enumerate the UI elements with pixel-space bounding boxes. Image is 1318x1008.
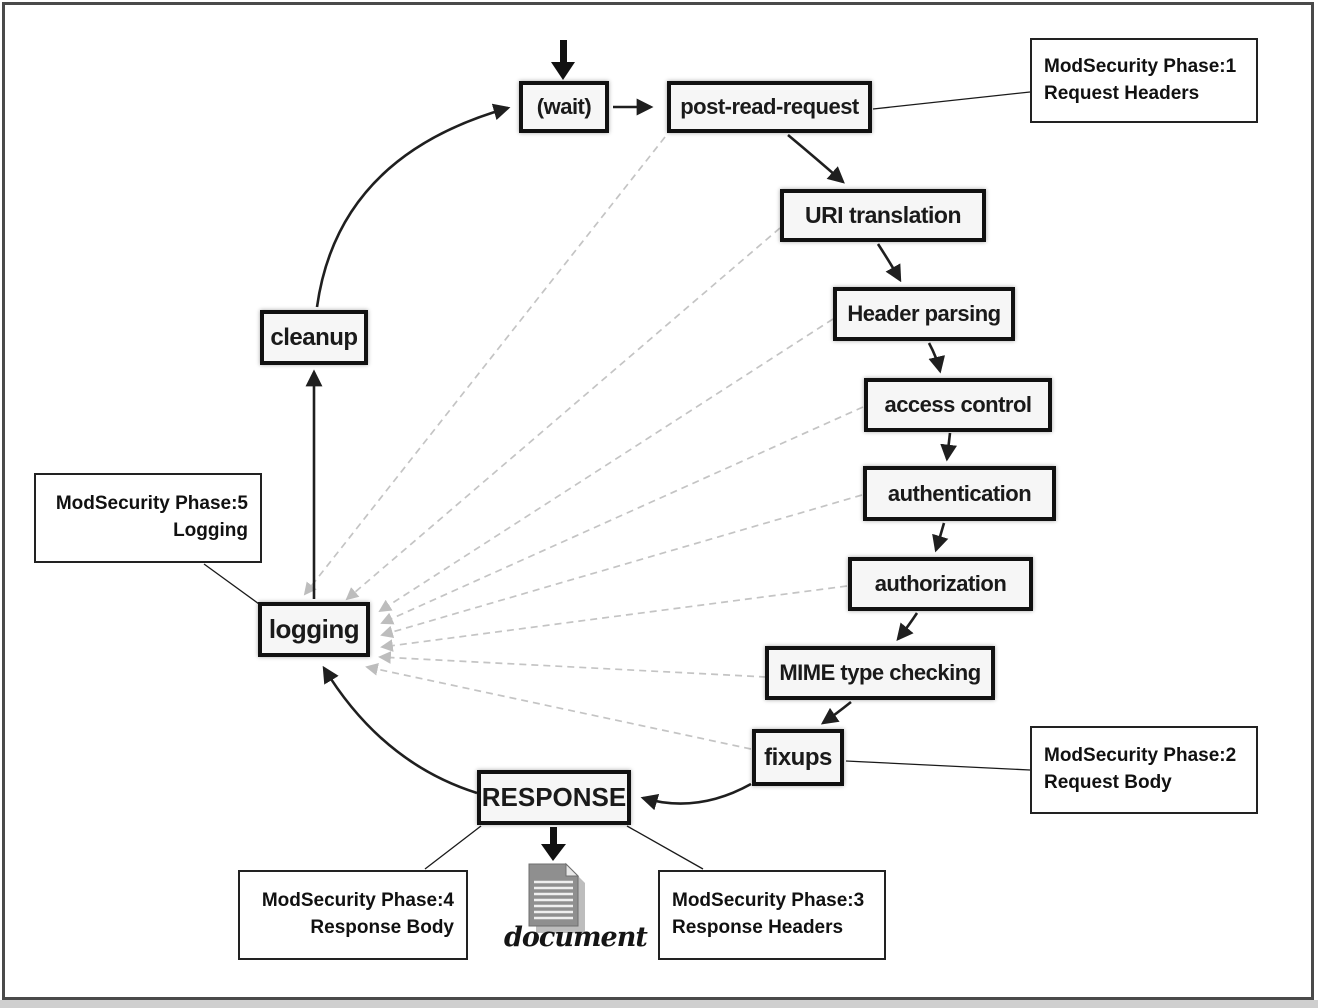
callout-phase1: ModSecurity Phase:1 Request Headers	[1030, 38, 1258, 123]
callout-phase4: ModSecurity Phase:4 Response Body	[238, 870, 468, 960]
callout-phase2: ModSecurity Phase:2 Request Body	[1030, 726, 1258, 814]
node-mime-type-checking-label: MIME type checking	[779, 660, 981, 685]
node-logging-label: logging	[268, 614, 360, 644]
callout-phase2-line2: Request Body	[1044, 772, 1172, 793]
node-post-read-request-label: post-read-request	[680, 94, 859, 119]
document-icon	[528, 862, 585, 933]
node-uri-translation: URI translation	[780, 189, 986, 242]
callout-phase2-line1: ModSecurity Phase:2	[1044, 745, 1237, 767]
arrow-authz-to-mime	[896, 612, 919, 641]
callout-connectors	[203, 91, 1031, 870]
dashed-header-to-logging	[378, 318, 834, 613]
node-authorization-label: authorization	[874, 571, 1007, 596]
node-wait-label: (wait)	[536, 94, 592, 119]
connector-fixups-phase2	[845, 760, 1031, 771]
node-authentication: authentication	[863, 466, 1056, 521]
arrow-header-to-access	[927, 342, 946, 374]
callout-phase3-line1: ModSecurity Phase:3	[672, 890, 865, 912]
node-cleanup-label: cleanup	[270, 323, 358, 351]
callout-phase5: ModSecurity Phase:5 Logging	[34, 473, 262, 563]
node-authorization: authorization	[848, 557, 1033, 611]
bottom-edge	[0, 1000, 1318, 1008]
callout-phase3: ModSecurity Phase:3 Response Headers	[658, 870, 886, 960]
cycle-arrows	[305, 98, 958, 811]
node-access-control: access control	[864, 378, 1052, 432]
dashed-fixups-to-logging	[365, 663, 752, 750]
arrow-authn-to-authz	[932, 522, 949, 553]
callout-phase1-line2: Request Headers	[1044, 82, 1200, 104]
connector-response-phase3	[626, 825, 704, 870]
arrow-response-to-logging	[322, 665, 478, 795]
arrow-postread-to-uri	[787, 134, 845, 184]
callout-phase4-line1: ModSecurity Phase:4	[261, 890, 454, 912]
callout-phase5-line2: Logging	[173, 520, 248, 541]
dashed-logging-arrows	[303, 136, 864, 750]
dashed-access-to-logging	[380, 406, 864, 625]
callout-phase3-line2: Response Headers	[672, 917, 844, 938]
arrow-mime-to-fixups	[820, 700, 852, 725]
arrow-access-to-authn	[940, 432, 958, 462]
node-header-parsing-label: Header parsing	[847, 301, 1001, 326]
callout-phase5-line1: ModSecurity Phase:5	[55, 493, 248, 515]
node-header-parsing: Header parsing	[833, 287, 1015, 341]
callout-phase1-line1: ModSecurity Phase:1	[1044, 55, 1237, 77]
node-fixups-label: fixups	[764, 743, 832, 771]
arrow-cleanup-to-wait	[315, 103, 511, 308]
callout-phase4-line2: Response Body	[310, 917, 454, 938]
node-response: RESPONSE	[477, 770, 631, 825]
node-response-label: RESPONSE	[481, 782, 627, 812]
arrow-fixups-to-response	[640, 782, 752, 811]
dashed-authz-to-logging	[380, 585, 848, 652]
node-logging: logging	[258, 602, 370, 657]
node-wait: (wait)	[519, 81, 609, 133]
dashed-post-read-to-logging	[303, 136, 666, 596]
node-cleanup: cleanup	[260, 310, 368, 365]
dashed-mime-to-logging	[378, 651, 767, 678]
node-access-control-label: access control	[884, 392, 1032, 417]
node-mime-type-checking: MIME type checking	[765, 646, 995, 700]
connector-response-phase4	[424, 825, 482, 870]
connector-postread-phase1	[872, 91, 1031, 110]
response-to-document-arrow	[541, 827, 566, 861]
node-authentication-label: authentication	[887, 480, 1032, 506]
node-post-read-request: post-read-request	[667, 81, 872, 133]
node-fixups: fixups	[752, 729, 844, 786]
document-label: document	[504, 922, 648, 953]
node-uri-translation-label: URI translation	[804, 202, 962, 228]
connector-phase5-logging	[203, 563, 260, 605]
arrow-uri-to-header	[876, 243, 902, 283]
dashed-uri-to-logging	[345, 227, 781, 601]
entry-arrow	[551, 40, 575, 80]
